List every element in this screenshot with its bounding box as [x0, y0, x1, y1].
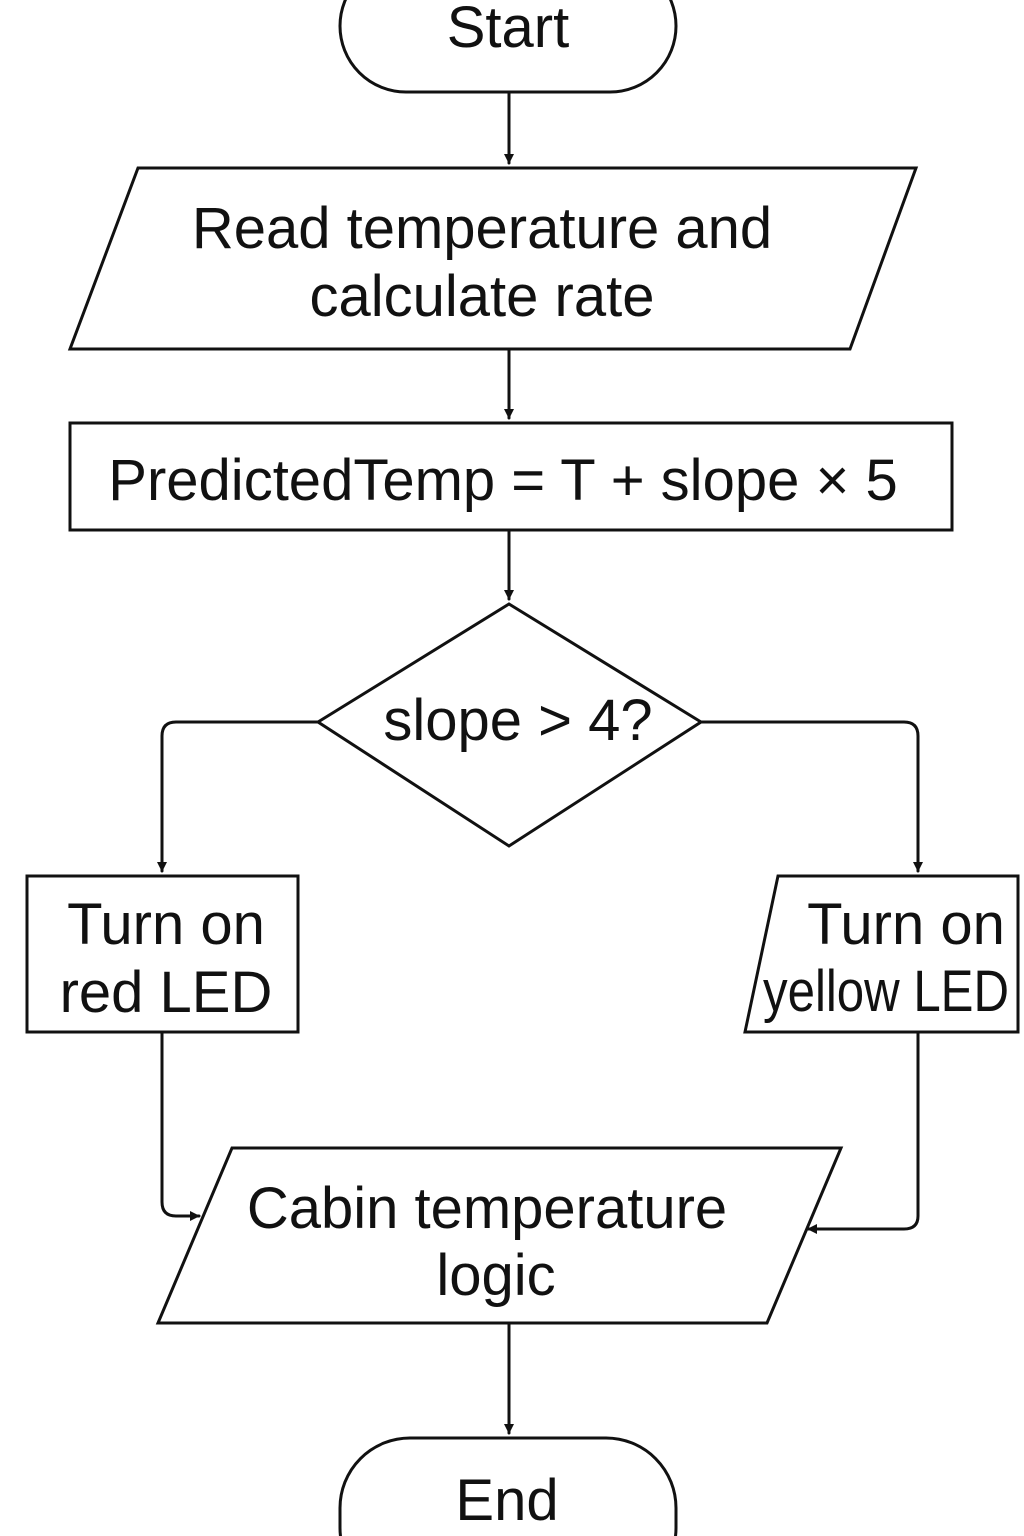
yellow-led-label-line1: Turn on — [807, 892, 1005, 957]
arrow-decision-to-yellow-led — [699, 720, 923, 873]
start-label: Start — [447, 0, 570, 60]
cabin-logic-node: Cabin temperature logic — [155, 1146, 844, 1325]
predicted-temp-label: PredictedTemp = T + slope × 5 — [108, 448, 897, 513]
slope-decision-label: slope > 4? — [383, 688, 652, 753]
end-label: End — [455, 1468, 558, 1533]
read-temperature-node: Read temperature and calculate rate — [67, 166, 919, 351]
red-led-label-line2: red LED — [60, 960, 273, 1025]
read-temperature-label-line2: calculate rate — [310, 264, 655, 329]
yellow-led-node: Turn on yellow LED — [743, 874, 1020, 1034]
arrow-decision-to-red-led — [157, 720, 320, 873]
cabin-logic-label-line1: Cabin temperature — [247, 1176, 727, 1241]
red-led-node: Turn on red LED — [25, 874, 300, 1034]
slope-decision-node: slope > 4? — [315, 602, 704, 848]
read-temperature-label-line1: Read temperature and — [192, 196, 772, 261]
end-node: End — [338, 1436, 678, 1536]
arrow-yellow-led-to-cabin-logic — [806, 1030, 920, 1234]
yellow-led-label-line2: yellow LED — [763, 959, 1009, 1024]
cabin-logic-label-line2: logic — [436, 1243, 555, 1308]
red-led-label-line1: Turn on — [67, 892, 265, 957]
arrow-red-led-to-cabin-logic — [160, 1030, 201, 1221]
start-node: Start — [338, 0, 678, 94]
predicted-temp-node: PredictedTemp = T + slope × 5 — [68, 421, 954, 532]
